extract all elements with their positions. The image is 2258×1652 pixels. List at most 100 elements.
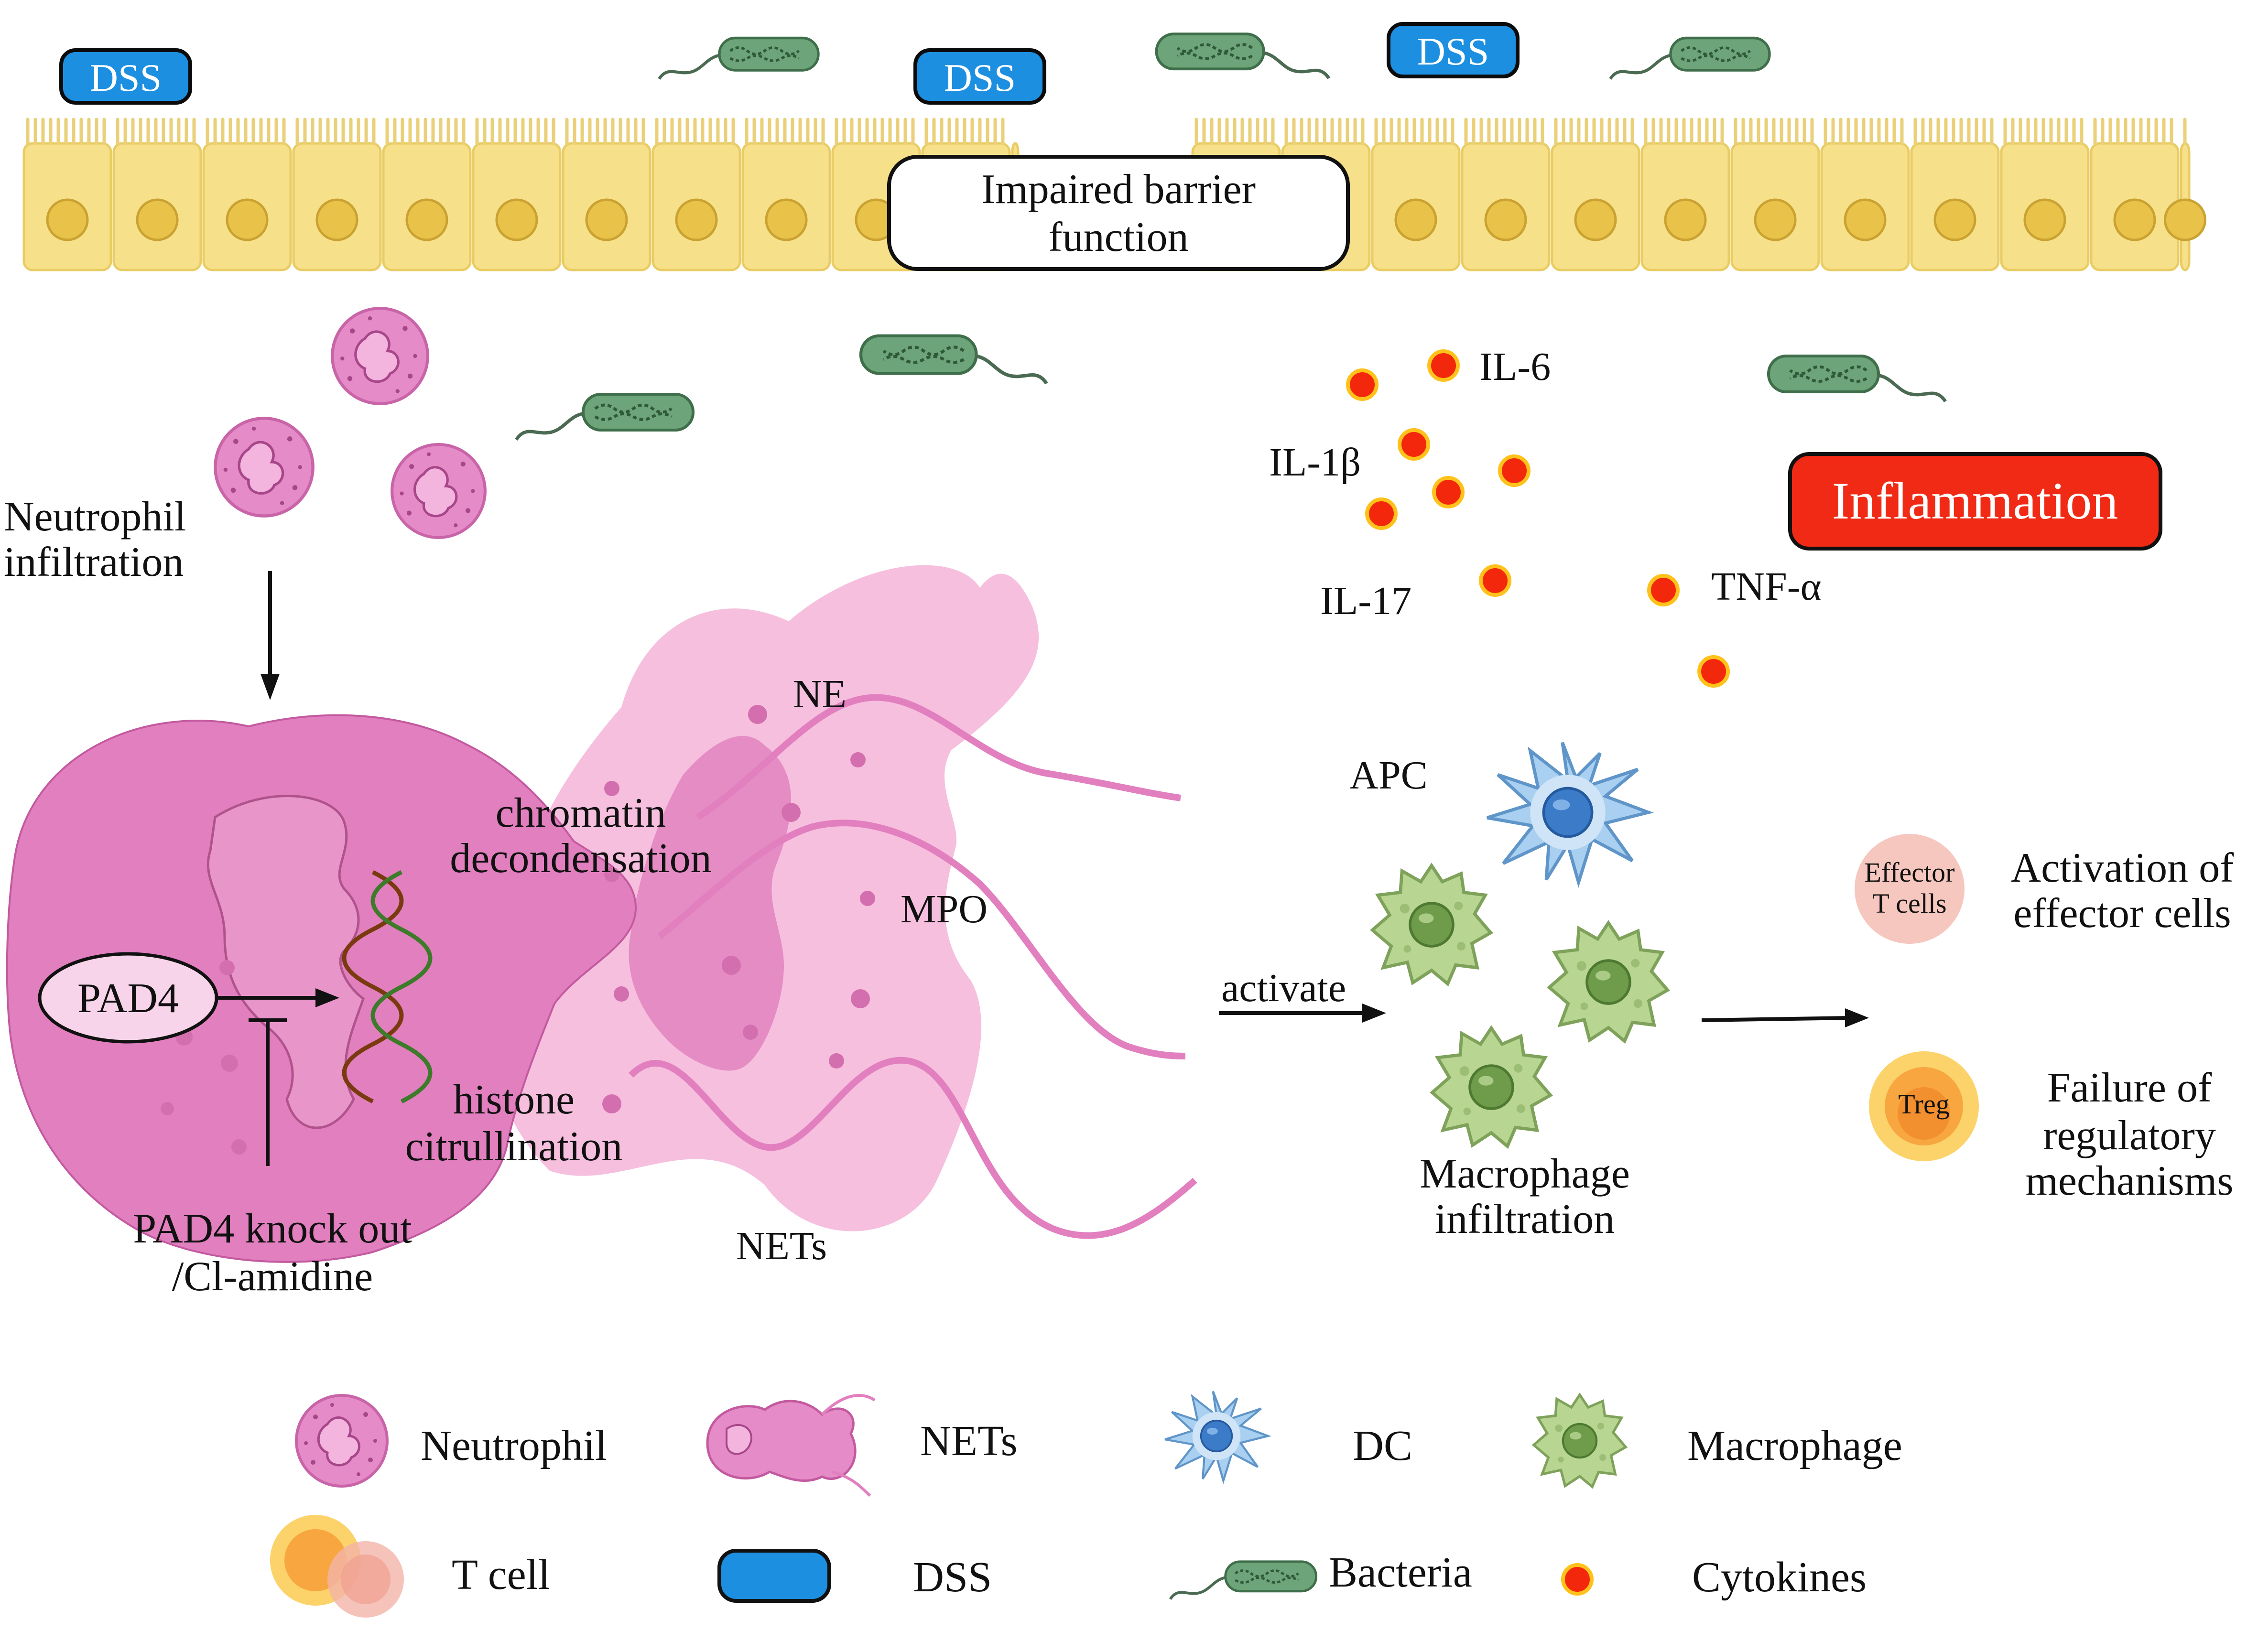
cell-nucleus (405, 198, 448, 241)
microvilli (1824, 118, 1904, 145)
microvilli (835, 118, 915, 145)
microvilli (475, 118, 555, 145)
microvilli (2003, 118, 2084, 145)
infiltration-arrow (261, 571, 280, 700)
microvilli (2093, 118, 2173, 145)
cell-nucleus (2164, 198, 2206, 241)
microvilli (1913, 118, 1994, 145)
microvilli (295, 118, 376, 145)
bacteria-icon (659, 38, 818, 79)
macrophage-icon (1372, 865, 1491, 984)
macrophage-icon (1432, 1028, 1551, 1146)
barrier-label: function (1048, 214, 1188, 260)
epithelium-layer (22, 118, 2206, 271)
outcome-arrow (1701, 1008, 1869, 1027)
inflammation-label: Inflammation (1832, 472, 2118, 530)
knockout-label: /Cl-amidine (172, 1253, 373, 1300)
microvilli (1374, 118, 1455, 145)
neutrophil-icon (392, 444, 485, 538)
histone-label: citrullination (405, 1123, 623, 1170)
cell-nucleus (1754, 198, 1797, 241)
cell-nucleus (1664, 198, 1707, 241)
effector-label: T cells (1872, 888, 1946, 919)
microvilli (1734, 118, 1814, 145)
chromatin-label: decondensation (450, 835, 711, 882)
cell-nucleus (1574, 198, 1617, 241)
failure-label: mechanisms (2025, 1158, 2233, 1204)
chromatin-label: chromatin (496, 790, 666, 836)
legend-label: Cytokines (1692, 1554, 1867, 1601)
cytokine-icon (1561, 1563, 1594, 1596)
treg-label: Treg (1898, 1089, 1949, 1120)
microvilli (565, 118, 645, 145)
microvilli (1554, 118, 1634, 145)
dss-badge: DSS (1387, 22, 1520, 78)
impaired-barrier-box: Impaired barrier function (887, 155, 1350, 271)
pad4-oval: PAD4 (38, 952, 218, 1044)
activation-label: effector cells (2013, 890, 2231, 937)
nets-structure (6, 565, 1197, 1263)
bacteria-icon (1157, 34, 1329, 78)
dendritic-cell-icon (1487, 743, 1649, 883)
cell-nucleus (2023, 198, 2066, 241)
bacteria-icon (516, 394, 693, 440)
legend-label: NETs (920, 1417, 1018, 1465)
legend: Neutrophil NETs DC Macrophage T cell DSS… (270, 1392, 1902, 1618)
macrophage-icon (1534, 1395, 1626, 1487)
pad4-label: PAD4 (77, 975, 179, 1022)
dendritic-cell-icon (1165, 1392, 1268, 1481)
cell-nucleus (226, 198, 269, 241)
cell-nucleus (2113, 198, 2156, 241)
microvilli (1644, 118, 1724, 145)
microvilli (26, 118, 106, 145)
nets-icon (706, 1394, 876, 1497)
tnfa-label: TNF-α (1711, 564, 1822, 609)
activate-label: activate (1221, 966, 1346, 1010)
legend-label: Bacteria (1329, 1549, 1472, 1596)
knockout-label: PAD4 knock out (133, 1206, 412, 1252)
bacteria-icon (861, 336, 1047, 384)
cytokine-dot (1346, 368, 1379, 401)
macrophage-infiltration-label: Macrophage (1420, 1151, 1630, 1197)
cytokine-dot (1398, 428, 1430, 461)
effector-label: Effector (1865, 857, 1955, 888)
cell-nucleus (495, 198, 538, 241)
dss-icon (717, 1549, 831, 1603)
cell-nucleus (136, 198, 179, 241)
legend-label: Macrophage (1687, 1422, 1902, 1469)
t-cell-icon (270, 1515, 404, 1618)
il17-label: IL-17 (1320, 579, 1411, 623)
cell-nucleus (1484, 198, 1527, 241)
cell-nucleus (765, 198, 808, 241)
nets-label: NETs (736, 1224, 827, 1268)
apc-label: APC (1349, 753, 1427, 798)
microvilli (385, 118, 466, 145)
cytokine-dot (1432, 476, 1465, 508)
activation-label: Activation of (2011, 845, 2234, 891)
cell-nucleus (585, 198, 628, 241)
cytokine-dot (1365, 497, 1398, 530)
failure-label: Failure of (2047, 1065, 2212, 1111)
cell-nucleus (675, 198, 718, 241)
activate-arrow (1219, 1004, 1386, 1023)
microvilli (655, 118, 735, 145)
cytokine-dot (1427, 349, 1460, 382)
cell-nucleus (315, 198, 358, 241)
legend-label: DC (1353, 1422, 1412, 1469)
legend-label: T cell (452, 1551, 550, 1598)
histone-label: histone (453, 1077, 575, 1123)
cell-nucleus (1844, 198, 1887, 241)
barrier-label: Impaired barrier (981, 166, 1256, 213)
dna-helix-icon (342, 870, 433, 1104)
neutrophil-icon (296, 1395, 387, 1486)
cell-nucleus (1933, 198, 1976, 241)
macrophage-icon (1549, 923, 1668, 1041)
cytokine-dot (1479, 564, 1511, 597)
il6-label: IL-6 (1479, 345, 1551, 389)
cytokine-dot (1647, 574, 1680, 606)
dss-badge: DSS (913, 48, 1046, 105)
microvilli (1194, 118, 1275, 145)
cytokine-dots (1346, 349, 1730, 688)
macrophage-infiltration-label: infiltration (1435, 1196, 1615, 1242)
